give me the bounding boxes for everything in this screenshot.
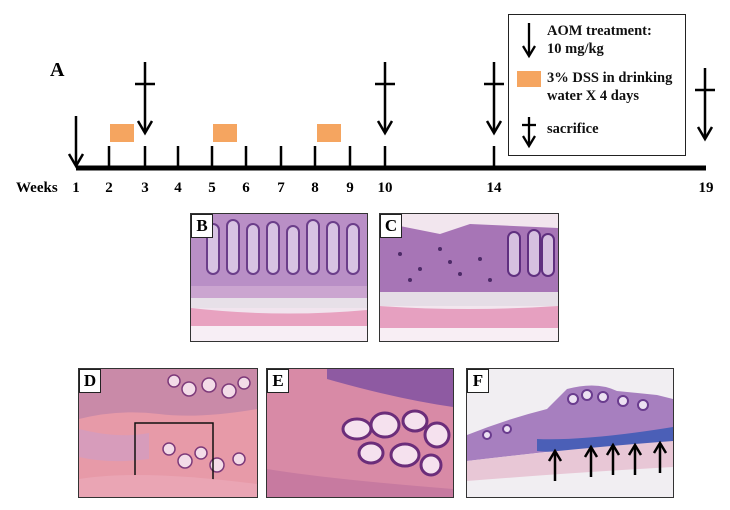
week-label-2: 2	[105, 180, 113, 196]
dss-block	[213, 124, 237, 142]
timeline-diagram: A Weeks 1 2 3 4 5 6 7 8 9 10 14 19	[16, 59, 715, 196]
week-label-9: 9	[346, 180, 354, 196]
aom-arrow-icon	[522, 23, 536, 59]
panel-c-image: C	[379, 213, 559, 342]
week-label-19: 19	[699, 180, 714, 196]
panel-e-image: E	[266, 368, 454, 498]
arrow-markers	[547, 440, 668, 481]
panel-e-label: E	[267, 369, 289, 393]
panel-a-label: A	[50, 59, 65, 81]
legend-dss-line2: water X 4 days	[547, 88, 639, 104]
week-label-8: 8	[311, 180, 319, 196]
sacrifice-arrow-icon	[522, 117, 536, 149]
week-label-10: 10	[378, 180, 393, 196]
week-label-3: 3	[141, 180, 149, 196]
sacrifice-arrow	[484, 62, 504, 136]
week-label-14: 14	[487, 180, 503, 196]
panel-d-label: D	[79, 369, 101, 393]
week-label-6: 6	[242, 180, 250, 196]
dss-block	[110, 124, 134, 142]
sacrifice-arrow	[135, 62, 155, 136]
panel-b-image: B	[190, 213, 368, 342]
legend-aom-line1: AOM treatment:	[547, 23, 652, 39]
aom-arrow	[67, 116, 85, 169]
dss-legend-swatch	[517, 71, 541, 87]
week-ticks	[107, 146, 496, 168]
week-label-4: 4	[174, 180, 182, 196]
legend-aom-line2: 10 mg/kg	[547, 41, 604, 57]
legend-box: AOM treatment: 10 mg/kg 3% DSS in drinki…	[508, 14, 686, 156]
panel-c-label: C	[380, 214, 402, 238]
legend-dss-line1: 3% DSS in drinking	[547, 70, 673, 86]
dss-block	[317, 124, 341, 142]
sacrifice-arrow	[695, 68, 715, 142]
week-label-1: 1	[72, 180, 80, 196]
panel-b-label: B	[191, 214, 213, 238]
legend-sacrifice: sacrifice	[547, 121, 599, 137]
weeks-label: Weeks	[16, 180, 58, 196]
panel-d-image: D	[78, 368, 258, 498]
panel-f-label: F	[467, 369, 489, 393]
week-label-5: 5	[208, 180, 216, 196]
week-label-7: 7	[277, 180, 285, 196]
sacrifice-arrow	[375, 62, 395, 136]
week-tick-labels: 1 2 3 4 5 6 7 8 9 10 14 19	[72, 180, 713, 196]
panel-f-image: F	[466, 368, 674, 498]
